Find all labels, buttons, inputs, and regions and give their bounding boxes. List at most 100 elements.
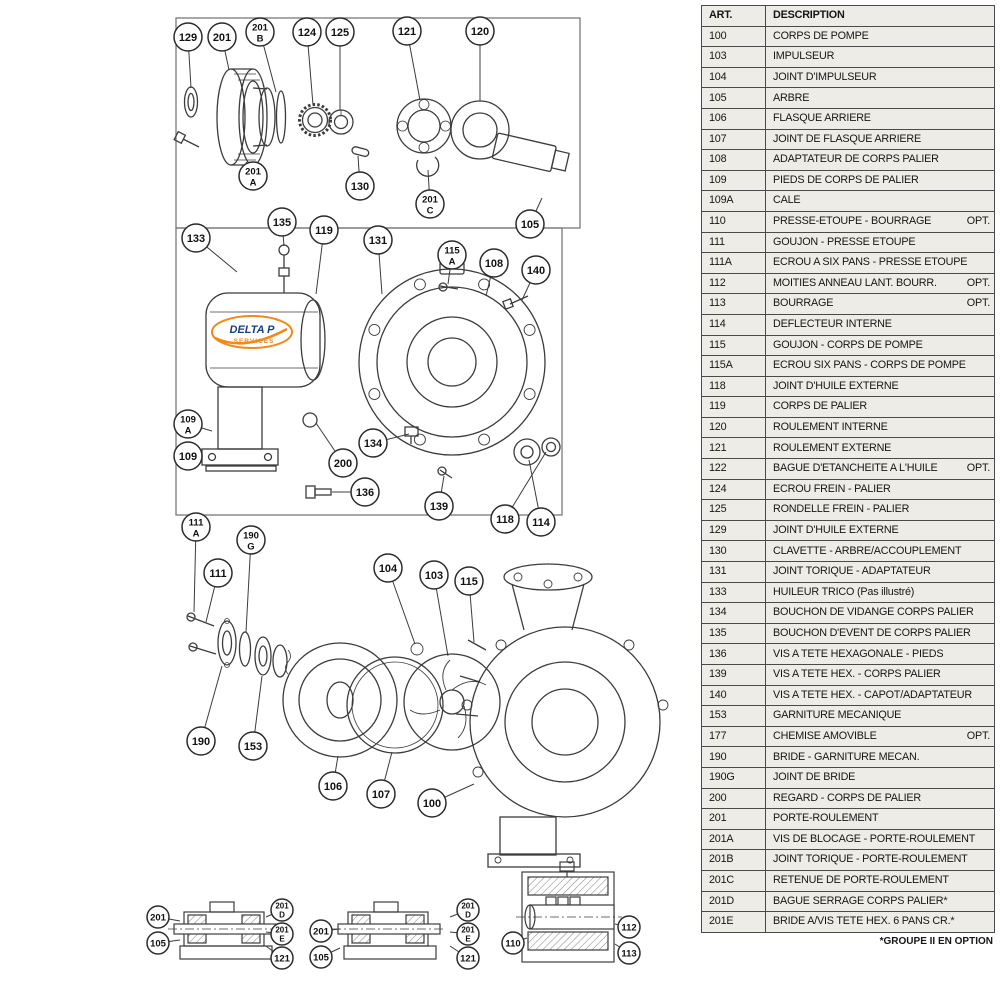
description-text: JOINT TORIQUE - ADAPTATEUR [773, 565, 931, 578]
callout-label: 113 [621, 949, 636, 960]
art-cell: 119 [701, 396, 766, 418]
callout-label: 105 [150, 939, 167, 950]
description-cell: CALE [765, 190, 995, 212]
description-cell: PORTE-ROULEMENT [765, 808, 995, 830]
art-cell: 112 [701, 272, 766, 295]
art-cell: 201C [701, 869, 766, 892]
description-text: BOURRAGE [773, 297, 834, 310]
description-text: CHEMISE AMOVIBLE [773, 729, 877, 742]
art-cell: 201E [701, 911, 766, 933]
callout-balloon-120 [465, 16, 495, 46]
art-cell: 104 [701, 66, 766, 89]
description-cell: BRIDE - GARNITURE MECAN. [765, 746, 995, 768]
description-text: ROULEMENT EXTERNE [773, 441, 892, 454]
description-text: JOINT DE FLASQUE ARRIERE [773, 132, 921, 145]
art-cell: 136 [701, 643, 766, 665]
callout-balloon-115A [437, 240, 467, 270]
art-column-header: ART. [701, 5, 766, 27]
parts-row: 201E BRIDE A/VIS TETE HEX. 6 PANS CR.* [701, 911, 995, 933]
description-text: ECROU FREIN - PALIER [773, 482, 891, 495]
description-cell: ROULEMENT EXTERNE [765, 437, 995, 460]
callout-balloon-201E [270, 922, 294, 946]
description-cell: JOINT TORIQUE - PORTE-ROULEMENT [765, 849, 995, 871]
callout-balloon-113 [617, 941, 641, 965]
callout-label: 134 [364, 438, 383, 450]
description-text: JOINT TORIQUE - PORTE-ROULEMENT [773, 853, 968, 866]
callout-balloon-125 [325, 17, 355, 47]
art-cell: 115 [701, 334, 766, 357]
art-cell: 200 [701, 787, 766, 810]
description-text: GARNITURE MECANIQUE [773, 709, 902, 722]
bearing-cartridge-drawing [173, 68, 370, 166]
description-text: GOUJON - PRESSE ETOUPE [773, 235, 916, 248]
parts-row: 201B JOINT TORIQUE - PORTE-ROULEMENT [701, 849, 995, 871]
parts-row: 107 JOINT DE FLASQUE ARRIERE [701, 128, 995, 151]
art-cell: 109A [701, 190, 766, 212]
callout-label: 136 [356, 487, 374, 499]
description-text: MOITIES ANNEAU LANT. BOURR. [773, 276, 937, 289]
description-text: BRIDE - GARNITURE MECAN. [773, 750, 920, 763]
description-cell: FLASQUE ARRIERE [765, 107, 995, 130]
description-text: JOINT DE BRIDE [773, 771, 856, 784]
callout-balloon-108 [479, 248, 509, 278]
description-text: IMPULSEUR [773, 50, 835, 63]
callout-label: 125 [331, 27, 349, 39]
leader-line [245, 539, 252, 633]
callout-balloon-135 [267, 207, 297, 237]
description-text: BAGUE SERRAGE CORPS PALIER* [773, 894, 948, 907]
callout-balloon-130 [345, 171, 375, 201]
description-cell: JOINT DE BRIDE [765, 766, 995, 789]
callout-balloon-115 [454, 566, 484, 596]
description-text: ARBRE [773, 91, 810, 104]
callout-balloon-103 [419, 560, 449, 590]
callout-balloon-201B [245, 17, 275, 47]
description-text: BRIDE A/VIS TETE HEX. 6 PANS CR.* [773, 915, 955, 928]
callout-balloon-140 [521, 255, 551, 285]
description-text: RETENUE DE PORTE-ROULEMENT [773, 874, 949, 887]
callout-balloon-201A [238, 161, 268, 191]
callout-balloon-190G [236, 525, 266, 555]
description-text: VIS A TETE HEX. - CORPS PALIER [773, 668, 941, 681]
callout-balloon-201D [456, 898, 480, 922]
description-text: DEFLECTEUR INTERNE [773, 318, 892, 331]
art-cell: 114 [701, 313, 766, 336]
art-cell: 129 [701, 519, 766, 542]
callout-label: 115 [460, 576, 478, 588]
art-cell: 108 [701, 149, 766, 171]
art-cell: 201B [701, 849, 766, 871]
callout-label: 153 [244, 741, 262, 753]
cover-gasket-impeller-drawing [282, 642, 501, 758]
callout-balloon-112 [617, 915, 641, 939]
art-cell: 111 [701, 231, 766, 254]
description-cell: JOINT TORIQUE - ADAPTATEUR [765, 561, 995, 583]
callout-balloon-131 [363, 225, 393, 255]
art-cell: 107 [701, 128, 766, 151]
logo-swoosh-icon [214, 327, 288, 345]
art-cell: 113 [701, 293, 766, 315]
art-cell: 201 [701, 808, 766, 830]
callout-label: 109 [179, 451, 197, 463]
description-text: PORTE-ROULEMENT [773, 812, 879, 825]
art-cell: 190 [701, 746, 766, 768]
logo-tagline: SERVICES [234, 338, 275, 345]
